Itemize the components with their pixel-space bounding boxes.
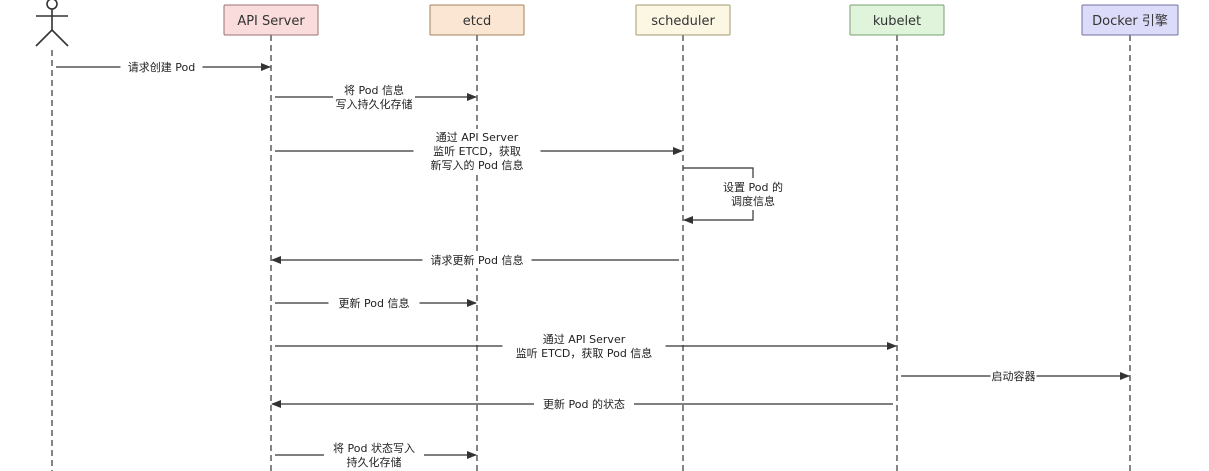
participant-label-etcd: etcd	[463, 14, 492, 29]
message-label-m1-line-0: 请求创建 Pod	[128, 60, 195, 74]
participant-box-etcd	[429, 4, 525, 36]
participant-label-scheduler: scheduler	[651, 14, 715, 29]
message-label-m4-line-0: 设置 Pod 的	[723, 180, 783, 194]
message-label-m5-line-0: 请求更新 Pod 信息	[431, 253, 524, 267]
message-label-m3-line-2: 新写入的 Pod 信息	[431, 158, 524, 172]
participant-label-api: API Server	[237, 14, 305, 29]
message-m6: 更新 Pod 信息	[275, 295, 477, 311]
message-label-m4-line-1: 调度信息	[731, 194, 775, 208]
message-label-m10-line-1: 持久化存储	[347, 455, 402, 469]
participant-box-api	[223, 4, 319, 36]
message-label-m10-line-0: 将 Pod 状态写入	[333, 441, 415, 455]
message-label-m9-line-0: 更新 Pod 的状态	[543, 397, 625, 411]
message-m9: 更新 Pod 的状态	[271, 396, 893, 412]
message-m8: 启动容器	[901, 368, 1130, 384]
message-label-m3-line-1: 监听 ETCD，获取	[433, 145, 521, 158]
participant-etcd: etcd	[429, 4, 525, 36]
participant-box-kubelet	[849, 4, 945, 36]
participant-label-docker: Docker 引擎	[1092, 14, 1168, 29]
participant-scheduler: scheduler	[635, 4, 731, 36]
message-m1: 请求创建 Pod	[56, 59, 271, 75]
message-label-m8-line-0: 启动容器	[992, 369, 1036, 383]
participant-docker: Docker 引擎	[1081, 4, 1179, 36]
message-m5: 请求更新 Pod 信息	[271, 252, 679, 268]
participant-kubelet: kubelet	[849, 4, 945, 36]
message-label-m2-line-1: 写入持久化存储	[336, 97, 413, 111]
message-label-m7-line-0: 通过 API Server	[543, 333, 626, 346]
message-label-m2-line-0: 将 Pod 信息	[344, 83, 404, 97]
participant-label-kubelet: kubelet	[873, 14, 921, 29]
message-label-m3-line-0: 通过 API Server	[436, 131, 519, 144]
participant-box-docker	[1081, 4, 1179, 36]
actor-icon	[35, 0, 69, 47]
participant-box-scheduler	[635, 4, 731, 36]
message-label-m6-line-0: 更新 Pod 信息	[339, 296, 410, 310]
message-label-m7-line-1: 监听 ETCD，获取 Pod 信息	[516, 346, 653, 360]
participant-api: API Server	[223, 4, 319, 36]
